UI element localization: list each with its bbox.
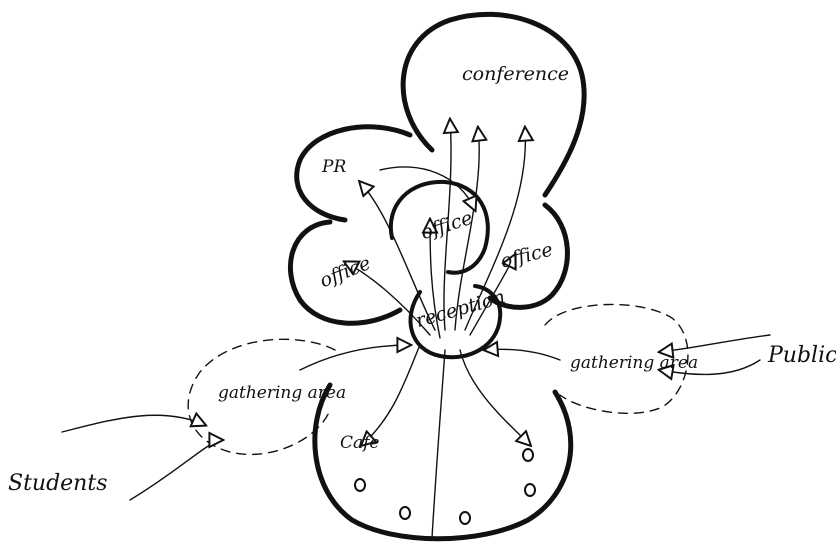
gathering-left-label: gathering area (218, 383, 346, 403)
office-left-label: office (317, 252, 374, 292)
cafe-label: Cafe (340, 433, 380, 453)
gathering-zone-right (544, 303, 689, 414)
reception-bubble (408, 284, 503, 360)
pr-label: PR (321, 157, 346, 177)
gathering-right-label: gathering area (570, 353, 698, 373)
office-right-label: office (498, 239, 555, 273)
circulation-arrows (61, 120, 771, 539)
gathering-zone-left (187, 338, 336, 456)
office-left-bubble (288, 219, 403, 326)
conference-label: conference (462, 63, 569, 85)
cafe-bubble (312, 382, 574, 542)
conference-bubble (400, 11, 587, 198)
cafe-table (354, 478, 366, 492)
public-label: Public (767, 343, 836, 368)
cafe-table (522, 448, 534, 462)
pr-bubble (294, 124, 413, 223)
students-label: Students (8, 471, 107, 496)
cafe-table (524, 483, 536, 497)
cafe-table (459, 511, 471, 525)
cafe-table (399, 506, 411, 520)
reception-label: reception (413, 286, 507, 332)
office-center-bubble (388, 179, 490, 275)
office-right-bubble (487, 202, 570, 310)
